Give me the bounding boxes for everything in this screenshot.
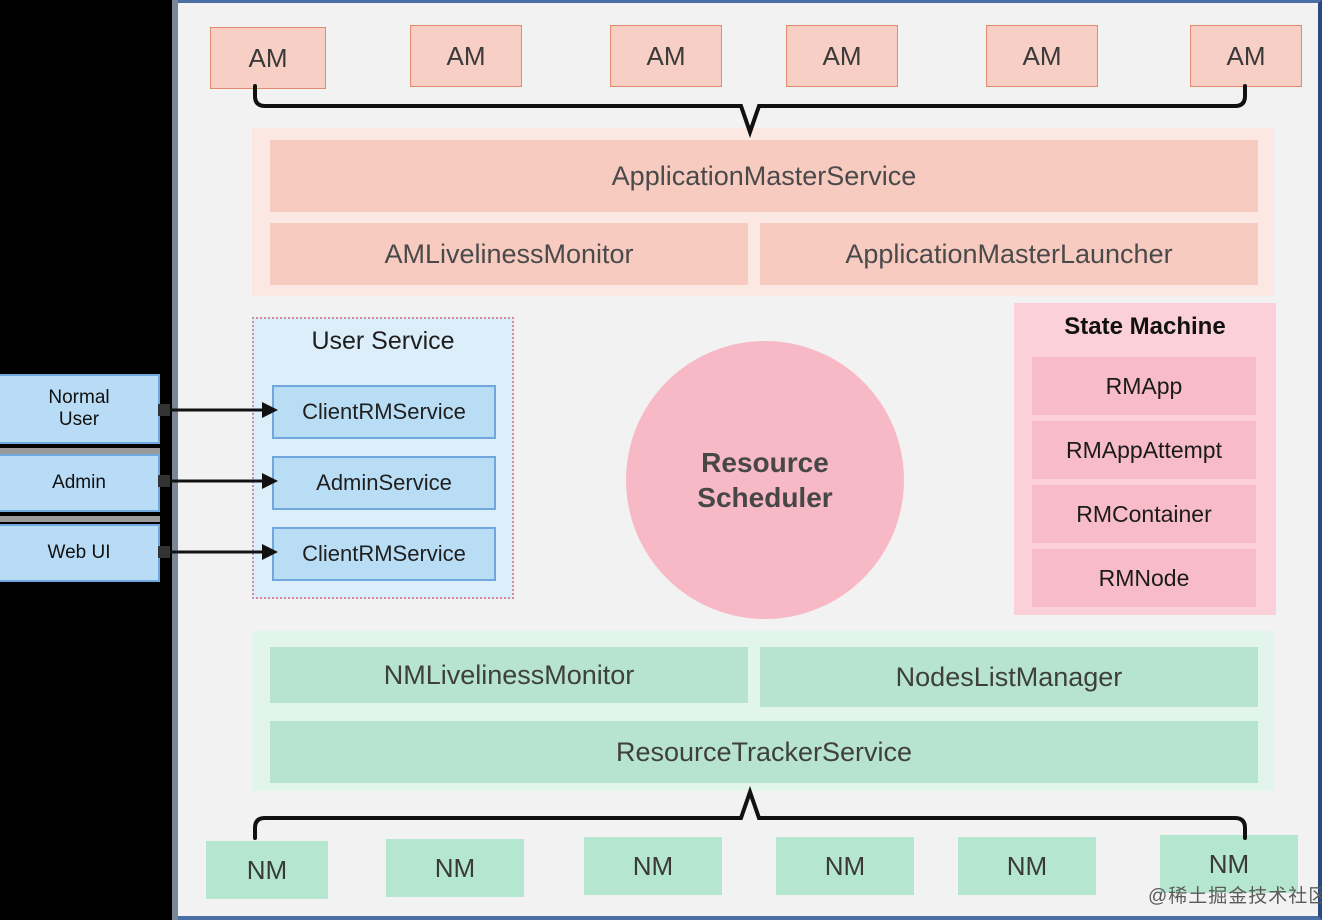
actor-divider-2 [0,516,160,522]
nm-node-6-label: NM [1208,848,1250,879]
state-machine-item-rmapp[interactable]: RMApp [1032,357,1256,415]
am-node-4-label: AM [822,40,862,71]
actor-divider-1 [0,448,160,454]
nm-node-4-label: NM [824,850,866,881]
state-machine-item-rmapp-label: RMApp [1105,372,1183,399]
nm-node-2-label: NM [434,852,476,883]
state-machine-title: State Machine [1064,313,1226,340]
state-machine-group: State Machine RMApp RMAppAttempt RMConta… [1014,303,1276,615]
watermark: @稀土掘金技术社区 [1148,886,1322,907]
am-node-3[interactable]: AM [610,25,722,87]
user-service-item-clientrmservice-1[interactable]: ClientRMService [272,385,496,439]
nodes-list-manager-bar[interactable]: NodesListManager [760,647,1258,707]
user-service-group: User Service ClientRMService AdminServic… [252,317,514,599]
nm-node-5-label: NM [1006,850,1048,881]
am-node-5-label: AM [1022,40,1062,71]
user-service-title: User Service [311,327,455,355]
actor-web-ui-label: Web UI [47,542,111,564]
nm-node-6[interactable]: NM [1160,835,1298,893]
nm-node-1[interactable]: NM [206,841,328,899]
diagram-panel: AM AM AM AM AM AM ApplicationMasterServi… [178,0,1322,920]
state-machine-item-rmcontainer-label: RMContainer [1076,500,1212,527]
application-master-group: ApplicationMasterService AMLivelinessMon… [252,128,1274,296]
nm-node-3[interactable]: NM [584,837,722,895]
user-service-item-clientrmservice-1-label: ClientRMService [302,399,466,424]
application-master-service-bar[interactable]: ApplicationMasterService [270,140,1258,212]
nm-liveliness-monitor-bar[interactable]: NMLivelinessMonitor [270,647,748,703]
resource-tracker-service-label: ResourceTrackerService [615,736,913,767]
am-node-2[interactable]: AM [410,25,522,87]
node-manager-service-group: NMLivelinessMonitor NodesListManager Res… [252,631,1274,791]
am-node-2-label: AM [446,40,486,71]
application-master-service-label: ApplicationMasterService [611,160,917,191]
resource-tracker-service-bar[interactable]: ResourceTrackerService [270,721,1258,783]
nm-node-2[interactable]: NM [386,839,524,897]
application-master-launcher-label: ApplicationMasterLauncher [845,238,1173,269]
am-liveliness-monitor-bar[interactable]: AMLivelinessMonitor [270,223,748,285]
state-machine-item-rmnode[interactable]: RMNode [1032,549,1256,607]
nm-node-1-label: NM [246,854,288,885]
am-node-3-label: AM [646,40,686,71]
am-node-5[interactable]: AM [986,25,1098,87]
am-node-6[interactable]: AM [1190,25,1302,87]
actor-web-ui[interactable]: Web UI [0,524,160,582]
am-node-4[interactable]: AM [786,25,898,87]
nm-node-5[interactable]: NM [958,837,1096,895]
state-machine-item-rmappattempt-label: RMAppAttempt [1066,436,1222,463]
state-machine-item-rmcontainer[interactable]: RMContainer [1032,485,1256,543]
user-service-item-adminservice[interactable]: AdminService [272,456,496,510]
actor-admin[interactable]: Admin [0,454,160,512]
state-machine-item-rmappattempt[interactable]: RMAppAttempt [1032,421,1256,479]
application-master-launcher-bar[interactable]: ApplicationMasterLauncher [760,223,1258,285]
am-node-1-label: AM [248,42,288,73]
nm-liveliness-monitor-label: NMLivelinessMonitor [383,659,635,690]
user-service-item-clientrmservice-2[interactable]: ClientRMService [272,527,496,581]
am-node-1[interactable]: AM [210,27,326,89]
nm-node-3-label: NM [632,850,674,881]
nodes-list-manager-label: NodesListManager [895,661,1123,692]
state-machine-item-rmnode-label: RMNode [1098,564,1190,591]
gutter-rail [172,0,178,920]
am-liveliness-monitor-label: AMLivelinessMonitor [384,238,634,269]
actor-admin-label: Admin [52,472,106,494]
am-node-6-label: AM [1226,40,1266,71]
user-service-item-clientrmservice-2-label: ClientRMService [302,541,466,566]
nm-node-4[interactable]: NM [776,837,914,895]
user-service-item-adminservice-label: AdminService [316,470,452,495]
